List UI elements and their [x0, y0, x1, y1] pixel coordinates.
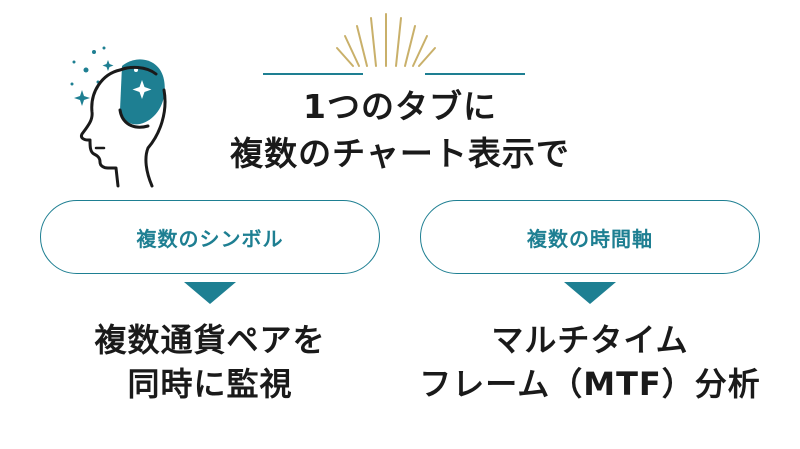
- down-arrow-icon: [184, 282, 236, 304]
- result-line-2: 同時に監視: [127, 365, 293, 403]
- option-label: 複数の時間軸: [527, 226, 653, 251]
- sparkle-rays-icon: [336, 13, 436, 67]
- head-idea-icon: [70, 46, 167, 188]
- title-rule-left: [263, 73, 363, 75]
- result-line-1: マルチタイム: [491, 321, 689, 359]
- headline-line-1: 1つのタブに: [303, 87, 497, 126]
- title-rule-right: [425, 73, 525, 75]
- down-arrow-icon: [564, 282, 616, 304]
- result-line-1: 複数通貨ペアを: [94, 321, 326, 359]
- result-line-2: フレーム（MTF）分析: [419, 365, 761, 403]
- option-pill-symbols: 複数のシンボル: [40, 200, 380, 274]
- option-label: 複数のシンボル: [136, 226, 284, 251]
- headline-line-2: 複数のチャート表示で: [230, 134, 570, 173]
- option-pill-timeframes: 複数の時間軸: [420, 200, 760, 274]
